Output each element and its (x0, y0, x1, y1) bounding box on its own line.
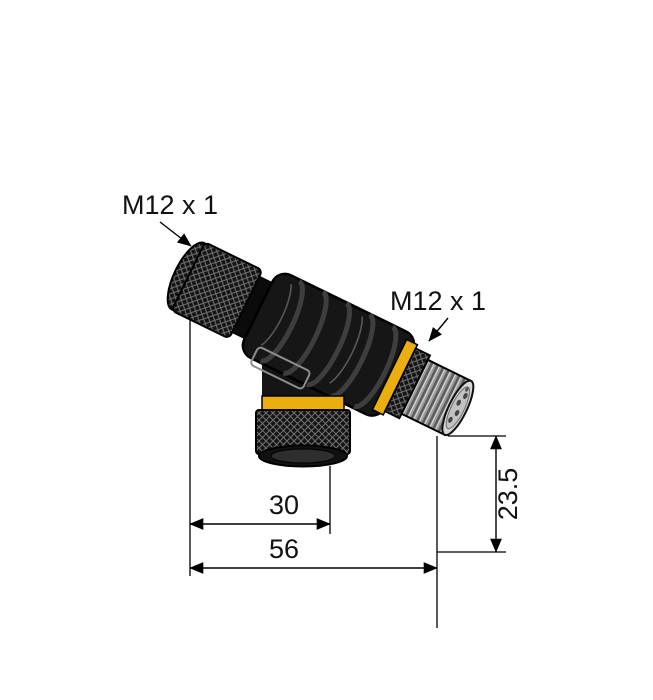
connector-pin-slot (456, 399, 461, 406)
right-thread-label: M12 x 1 (390, 286, 486, 316)
label-right-connector: M12 x 1 (390, 286, 486, 342)
left-thread-leader-arrow (159, 221, 192, 247)
dimension-total-length: 56 (189, 534, 438, 574)
dimension-branch-offset: 30 (189, 490, 331, 530)
body-rib (305, 301, 353, 388)
dimension-value-56: 56 (269, 534, 299, 564)
body-highlight (260, 284, 292, 347)
left-thread-label: M12 x 1 (122, 190, 218, 220)
branch-accent-ring (261, 395, 345, 411)
right-thread-leader-arrow (428, 317, 449, 342)
main-axis-assembly (166, 241, 475, 437)
connector-keyway (465, 387, 469, 392)
body-rib (282, 289, 329, 376)
connector-body (241, 272, 416, 417)
connector-pin-slot (463, 392, 468, 399)
branch-bottom-cap-inner (270, 448, 336, 464)
left-connector (166, 241, 273, 340)
label-left-connector: M12 x 1 (122, 190, 218, 247)
branch-connector (255, 395, 351, 468)
body-rib (353, 324, 399, 410)
dimension-value-30: 30 (269, 490, 299, 520)
body-rib (259, 279, 305, 364)
body-label-plate (250, 346, 311, 390)
dimension-connector-height: 23.5 (490, 435, 523, 553)
body-rib (329, 312, 376, 399)
dimension-value-23-5: 23.5 (493, 468, 523, 521)
body-highlight (329, 316, 363, 384)
connector-pin-slot (454, 410, 460, 417)
right-connector (371, 338, 475, 437)
connector-pin-slot (448, 416, 453, 423)
